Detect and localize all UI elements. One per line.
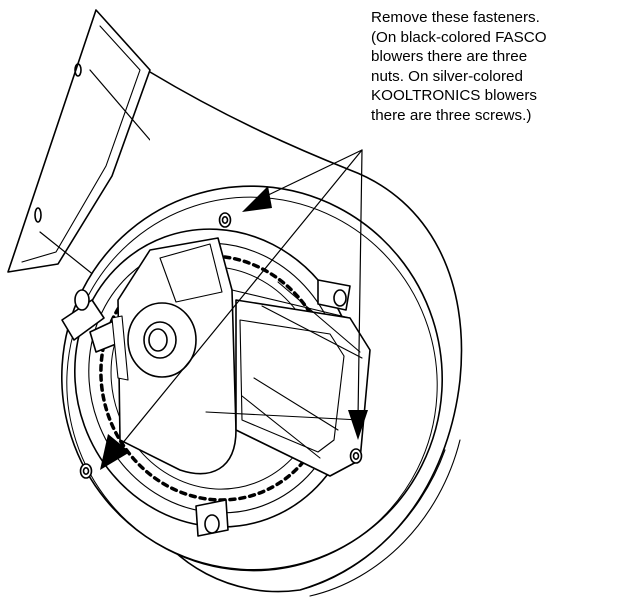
mounting-bracket xyxy=(7,9,151,297)
fastener-right xyxy=(349,448,363,464)
arrow-heads xyxy=(100,186,368,470)
leader-line-bottom-left xyxy=(116,149,363,451)
callout-line-6: there are three screws.) xyxy=(371,106,532,124)
leader-lines xyxy=(116,149,363,451)
bracket-hole xyxy=(74,63,82,77)
arrow-head-right xyxy=(348,410,368,440)
callout-line-2: (On black-colored FASCO xyxy=(371,28,547,46)
bracket-hole xyxy=(34,207,42,223)
arrow-head-top xyxy=(242,186,272,212)
callout-line-3: blowers there are three xyxy=(371,48,528,65)
callout-line-5: KOOLTRONICS blowers xyxy=(371,87,537,104)
callout-line-1: Remove these fasteners. xyxy=(371,9,540,26)
arrow-head-bottom-left xyxy=(100,434,130,470)
leader-line-right xyxy=(357,149,363,419)
motor-shaft xyxy=(111,302,197,381)
leader-line-top xyxy=(261,149,363,199)
callout-line-4: nuts. On silver-colored xyxy=(371,67,523,85)
fasteners xyxy=(79,212,363,479)
callout-text: Remove these fasteners. (On black-colore… xyxy=(371,8,623,125)
fastener-bottom-left xyxy=(79,463,93,479)
fastener-top xyxy=(218,212,232,228)
